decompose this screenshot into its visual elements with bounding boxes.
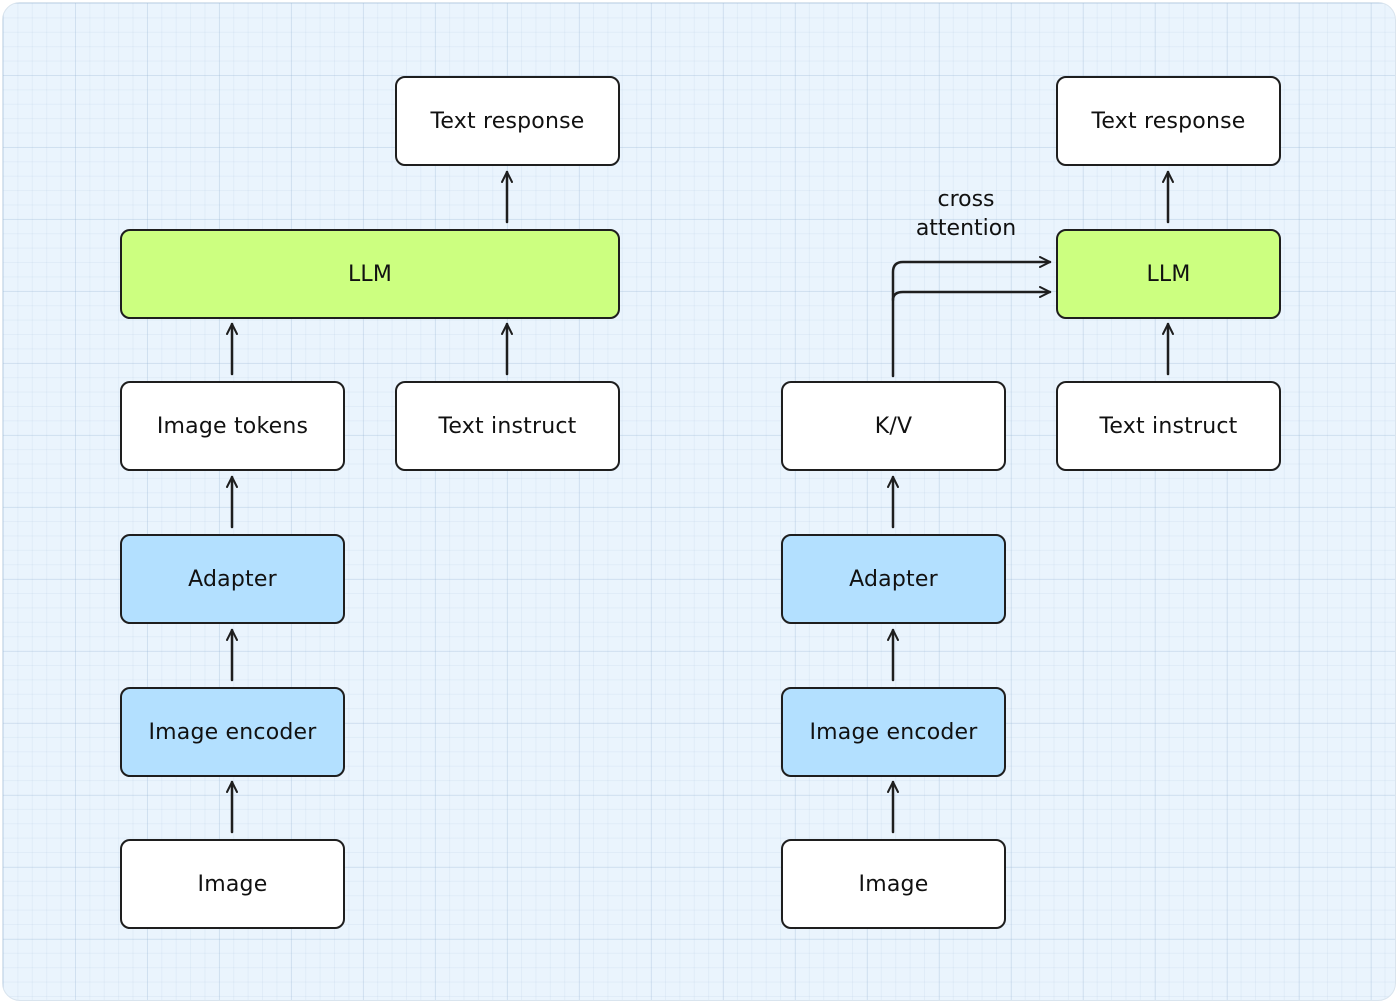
left-adapter-box: Adapter [120,534,345,624]
right-image-box: Image [781,839,1006,929]
right-llm-box: LLM [1056,229,1281,319]
right-adapter-box: Adapter [781,534,1006,624]
left-text-instruct-box: Text instruct [395,381,620,471]
right-image-encoder-box: Image encoder [781,687,1006,777]
left-image-box: Image [120,839,345,929]
right-text-response-box: Text response [1056,76,1281,166]
left-text-response-box: Text response [395,76,620,166]
left-image-tokens-box: Image tokens [120,381,345,471]
left-llm-box: LLM [120,229,620,319]
cross-attention-label: cross attention [886,185,1046,243]
cross-attention-line2: attention [915,216,1017,241]
left-image-encoder-box: Image encoder [120,687,345,777]
right-text-instruct-box: Text instruct [1056,381,1281,471]
cross-attention-line1: cross [937,187,995,212]
right-kv-box: K/V [781,381,1006,471]
